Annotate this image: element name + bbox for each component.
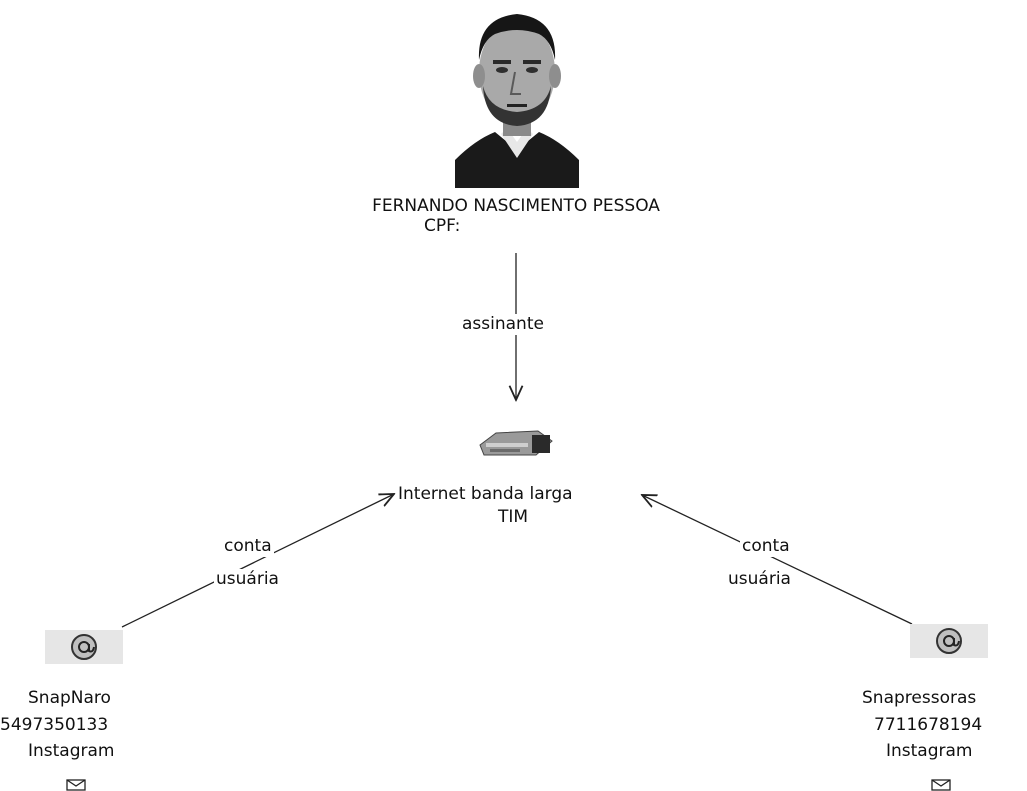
envelope-icon — [66, 779, 86, 791]
envelope-icon — [931, 779, 951, 791]
at-sign-icon — [910, 624, 988, 658]
account-left-platform: Instagram — [28, 741, 115, 762]
person-cpf-label: CPF: — [424, 216, 461, 237]
edge-label-right-line1: conta — [740, 536, 792, 557]
edge-left-account — [121, 494, 394, 628]
edge-label-left-line2: usuária — [214, 569, 281, 590]
account-left-name: SnapNaro — [28, 688, 111, 709]
broadband-modem-icon — [479, 430, 553, 456]
account-right-id: 7711678194 — [874, 715, 983, 736]
person-name: FERNANDO NASCIMENTO PESSOA — [316, 196, 716, 217]
account-right-name: Snapressoras — [862, 688, 977, 709]
edge-right-account — [642, 495, 913, 625]
edge-label-left-line1: conta — [222, 536, 274, 557]
service-name-line1: Internet banda larga — [398, 484, 573, 505]
account-right-platform: Instagram — [886, 741, 973, 762]
edge-label-right-line2: usuária — [726, 569, 793, 590]
edge-label-subscriber: assinante — [460, 314, 546, 335]
person-photo — [455, 0, 579, 188]
service-name-line2: TIM — [498, 507, 529, 528]
account-left-id: 5497350133 — [0, 715, 109, 736]
at-sign-icon — [45, 630, 123, 664]
